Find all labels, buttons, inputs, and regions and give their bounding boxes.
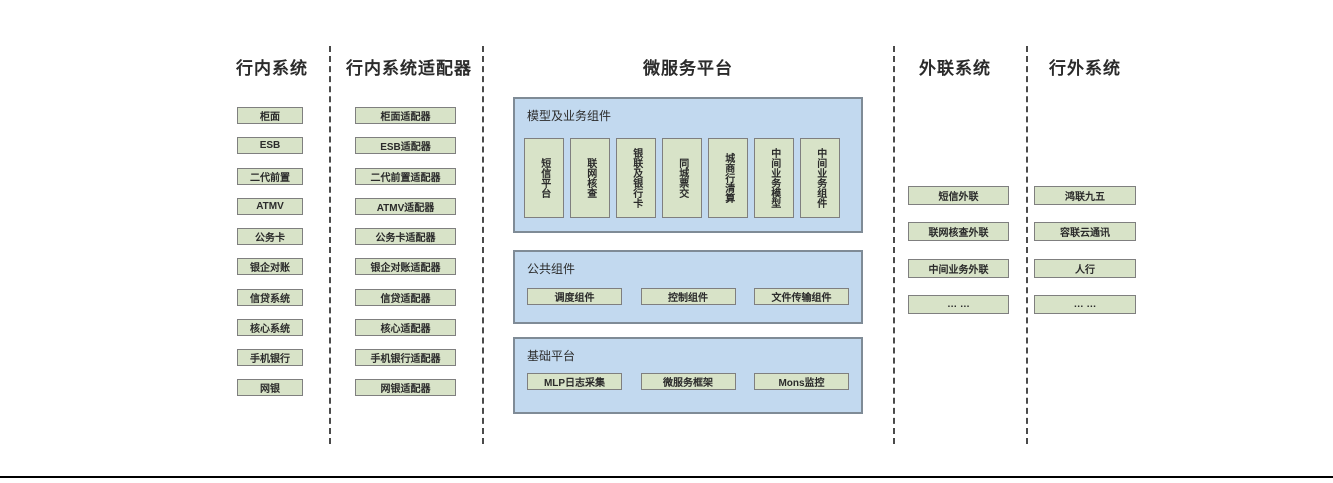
column-header-external-link-systems: 外联系统 (919, 59, 991, 78)
system-box-gongwuka: 公务卡 (237, 228, 303, 245)
adapter-box-wangyin: 网银适配器 (355, 379, 456, 396)
system-box-xindai: 信贷系统 (237, 289, 303, 306)
external-box-sms: 短信外联 (908, 186, 1009, 205)
panel-title: 公共组件 (527, 262, 576, 276)
component-box-sms-platform: 短信平台 (524, 138, 564, 218)
external-box-mid-business: 中间业务外联 (908, 259, 1009, 278)
component-box-mid-business-model: 中间业务模型 (754, 138, 794, 218)
column-header-inbank-adapters: 行内系统适配器 (346, 59, 472, 78)
external-box-ellipsis: … … (908, 295, 1009, 314)
column-separator (482, 46, 484, 444)
outside-box-ronglian: 容联云通讯 (1034, 222, 1136, 241)
system-box-shouji: 手机银行 (237, 349, 303, 366)
component-box-city-bill: 同城票交 (662, 138, 702, 218)
adapter-box-atmv: ATMV适配器 (355, 198, 456, 215)
system-box-wangyin: 网银 (237, 379, 303, 396)
component-box-ms-framework: 微服务框架 (640, 373, 736, 390)
column-separator (1026, 46, 1028, 444)
component-box-network-check: 联网核查 (570, 138, 610, 218)
outside-box-honglian: 鸿联九五 (1034, 186, 1136, 205)
column-separator (329, 46, 331, 444)
panel-common-components: 公共组件 调度组件 控制组件 文件传输组件 (513, 250, 863, 324)
vertical-component-row: 短信平台 联网核查 银联及银行卡 同城票交 城商行清算 中间业务模型 中间业务组… (524, 138, 840, 218)
bottom-divider (0, 476, 1333, 478)
system-box-atmv: ATMV (237, 198, 303, 215)
outside-box-ellipsis: … … (1034, 295, 1136, 314)
component-box-file-transfer: 文件传输组件 (754, 288, 849, 305)
panel-model-business-components: 模型及业务组件 短信平台 联网核查 银联及银行卡 同城票交 城商行清算 中间业务… (513, 97, 863, 233)
adapter-box-xindai: 信贷适配器 (355, 289, 456, 306)
external-box-network-check: 联网核查外联 (908, 222, 1009, 241)
adapter-box-hexin: 核心适配器 (355, 319, 456, 336)
component-box-control: 控制组件 (640, 288, 736, 305)
component-row: 调度组件 控制组件 文件传输组件 (527, 288, 849, 305)
component-row: MLP日志采集 微服务框架 Mons监控 (527, 373, 849, 390)
adapter-box-yinqi: 银企对账适配器 (355, 258, 456, 275)
system-box-esb: ESB (237, 137, 303, 154)
panel-title: 基础平台 (527, 349, 576, 363)
component-box-mid-business-comp: 中间业务组件 (800, 138, 840, 218)
column-separator (893, 46, 895, 444)
component-box-unionpay-card: 银联及银行卡 (616, 138, 656, 218)
adapter-box-shouji: 手机银行适配器 (355, 349, 456, 366)
panel-title: 模型及业务组件 (527, 109, 612, 123)
system-box-hexin: 核心系统 (237, 319, 303, 336)
adapter-box-erdai: 二代前置适配器 (355, 168, 456, 185)
outside-box-pboc: 人行 (1034, 259, 1136, 278)
adapter-box-esb: ESB适配器 (355, 137, 456, 154)
system-box-guimian: 柜面 (237, 107, 303, 124)
panel-base-platform: 基础平台 MLP日志采集 微服务框架 Mons监控 (513, 337, 863, 414)
column-header-microservice-platform: 微服务平台 (643, 59, 733, 78)
adapter-box-guimian: 柜面适配器 (355, 107, 456, 124)
column-header-inbank-systems: 行内系统 (236, 59, 308, 78)
column-header-outside-bank-systems: 行外系统 (1049, 59, 1121, 78)
component-box-mlp-log: MLP日志采集 (527, 373, 622, 390)
adapter-box-gongwuka: 公务卡适配器 (355, 228, 456, 245)
component-box-mons-monitor: Mons监控 (754, 373, 849, 390)
system-box-yinqi: 银企对账 (237, 258, 303, 275)
component-box-scheduler: 调度组件 (527, 288, 622, 305)
component-box-city-bank-clearing: 城商行清算 (708, 138, 748, 218)
system-box-erdai: 二代前置 (237, 168, 303, 185)
